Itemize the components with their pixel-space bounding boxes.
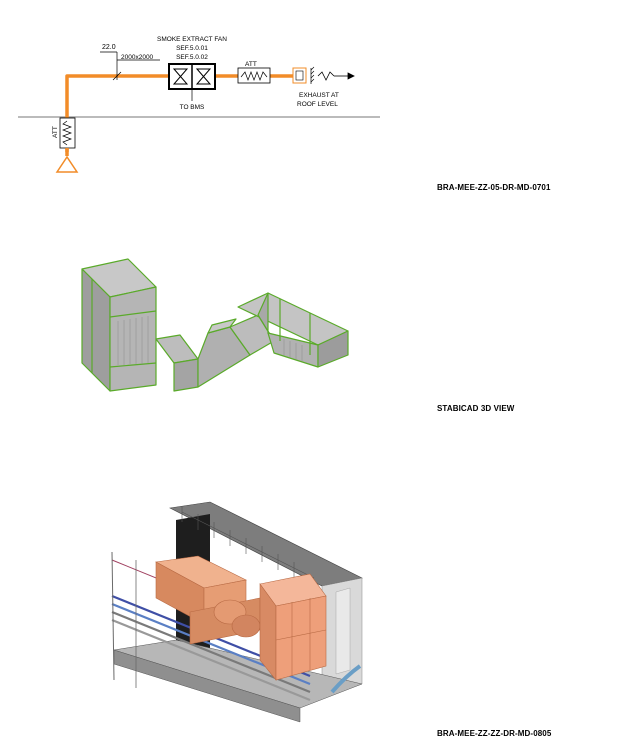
- drawing-ref-0805: BRA-MEE-ZZ-ZZ-DR-MD-0805: [437, 729, 552, 738]
- stabicad-3d-duct-model: [81, 258, 349, 392]
- silencer-duct: [237, 292, 349, 368]
- smoke-extract-schematic: 22.0 2000x2000 SMOKE EXTRACT FAN SEF.5.0…: [18, 36, 380, 173]
- fan-ref-2: SEF.5.0.02: [176, 54, 208, 61]
- riser-duct: [81, 258, 157, 392]
- exhaust-label-2: ROOF LEVEL: [297, 101, 338, 108]
- intake-louvre-icon: [55, 148, 79, 173]
- drawing-ref-0701: BRA-MEE-ZZ-05-DR-MD-0701: [437, 183, 551, 192]
- level-label: 22.0: [102, 44, 116, 51]
- plant-room-3d-model: [111, 501, 363, 723]
- fan-ref-1: SEF.5.0.01: [176, 45, 208, 52]
- exhaust-terminal-icon: [292, 66, 315, 84]
- bms-label: TO BMS: [180, 104, 205, 111]
- att-left-label: ATT: [52, 126, 59, 138]
- stabicad-view-label: STABICAD 3D VIEW: [437, 404, 515, 413]
- fan-title: SMOKE EXTRACT FAN: [157, 36, 227, 43]
- attenuator-left-icon: [59, 117, 76, 149]
- exhaust-label-1: EXHAUST AT: [299, 92, 339, 99]
- att-top-label: ATT: [245, 61, 257, 68]
- exhaust-pipe: [330, 664, 362, 694]
- plant-room-structure: [113, 501, 363, 723]
- smoke-extract-fan-icon: [168, 63, 216, 90]
- insulated-ductwork: [155, 555, 327, 681]
- attenuator-top-icon: [237, 67, 271, 84]
- level-marker: [100, 51, 160, 81]
- duct-size-label: 2000x2000: [121, 54, 154, 61]
- exhaust-arrow-icon: [317, 71, 355, 81]
- transition-duct: [155, 314, 275, 392]
